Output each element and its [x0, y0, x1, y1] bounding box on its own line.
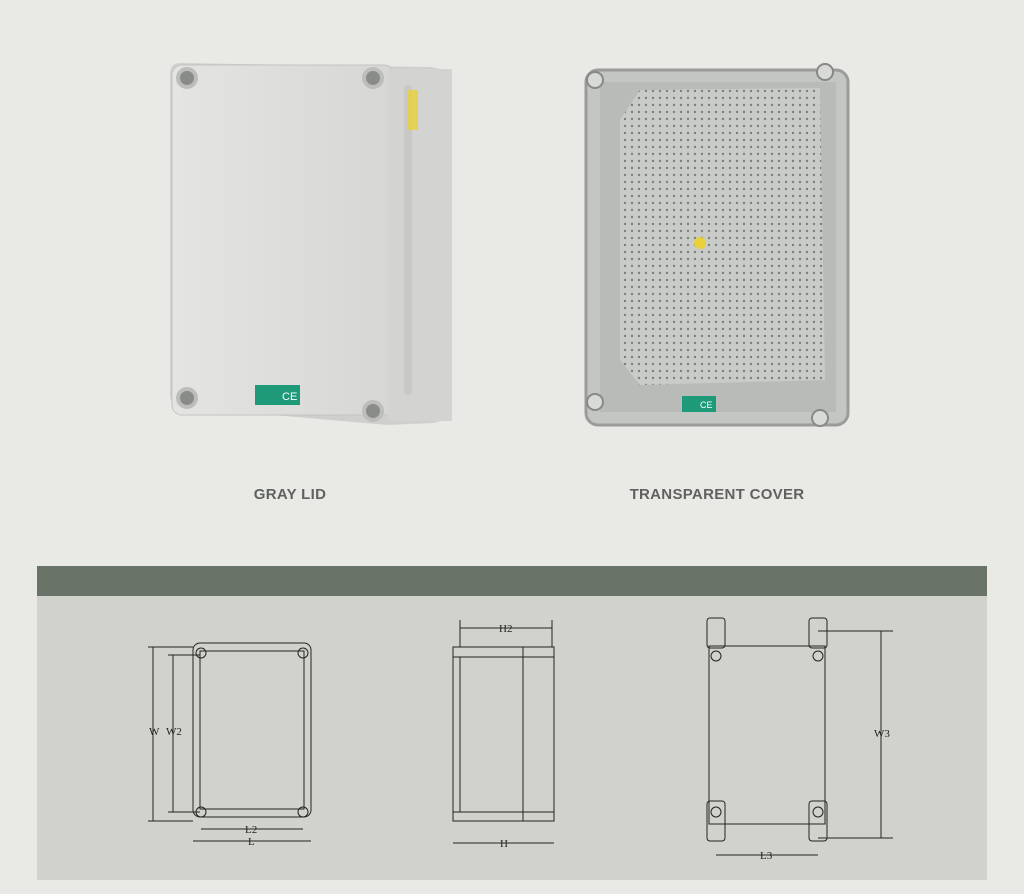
caption-gray-lid: GRAY LID: [253, 486, 327, 503]
screw-icon: [362, 67, 384, 89]
dim-label-w3: W3: [874, 728, 890, 740]
screw-icon: [176, 67, 198, 89]
caption-transparent-cover: TRANSPARENT COVER: [629, 486, 805, 503]
dim-label-w: W: [149, 726, 160, 738]
side-view-drawing: [452, 620, 555, 844]
dim-label-l3: L3: [760, 850, 773, 862]
dim-label-w2: W2: [166, 726, 182, 738]
screw-icon: [816, 63, 834, 81]
screw-icon: [176, 387, 198, 409]
svg-text:CE: CE: [282, 391, 297, 403]
dim-label-h2: H2: [499, 623, 512, 635]
screw-icon: [586, 71, 604, 89]
back-view-drawing: [706, 617, 893, 856]
screw-icon: [586, 393, 604, 411]
screw-icon: [811, 409, 829, 427]
dimension-drawings: W W2 L2 L H2 H W3 L3: [148, 617, 893, 862]
dim-label-l: L: [248, 836, 255, 848]
screw-icon: [362, 400, 384, 422]
svg-text:CE: CE: [700, 400, 713, 410]
gray-lid-enclosure-image: CE: [170, 63, 452, 425]
transparent-cover-enclosure-image: CE: [584, 63, 850, 427]
certification-badge: [255, 385, 300, 405]
dim-label-l2: L2: [245, 824, 257, 836]
dimension-drawings-panel: [37, 596, 987, 880]
dim-label-h: H: [500, 838, 508, 850]
certification-badge: [682, 396, 716, 412]
section-header-band: [37, 566, 987, 596]
front-view-drawing: [148, 642, 312, 842]
